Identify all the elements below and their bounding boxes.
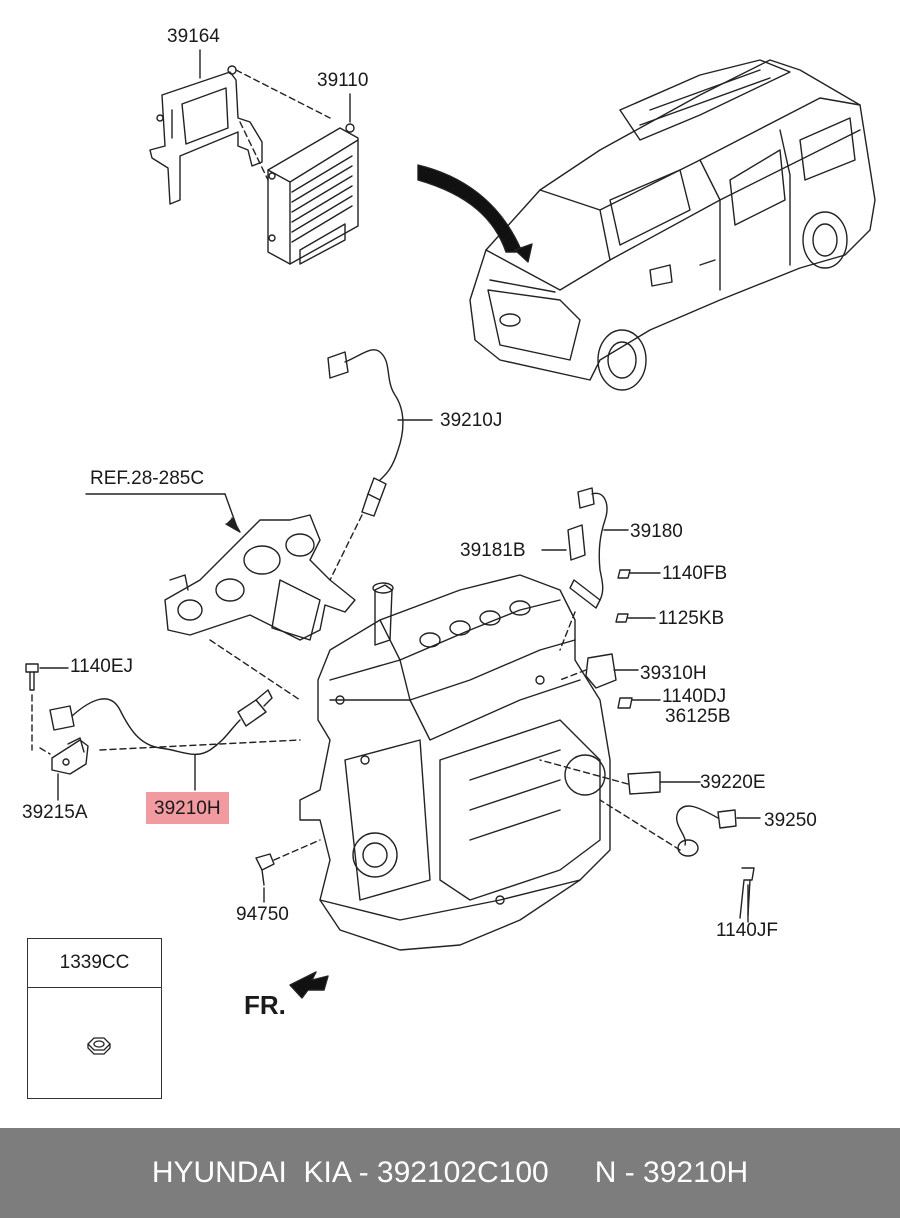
legend-box: 1339CC (27, 938, 162, 1099)
part-label-1140dj: 1140DJ (662, 686, 727, 707)
legend-code: 1339CC (28, 939, 161, 988)
part-label-1140ej: 1140EJ (70, 656, 134, 677)
exhaust-manifold-part (164, 514, 356, 641)
footer-brand-part-number: HYUNDAI KIA - 392102C100 (151, 1156, 549, 1189)
part-label-36125b: 36125B (665, 706, 731, 727)
part-label-39164: 39164 (167, 26, 220, 47)
knock-sensor-part (676, 805, 761, 923)
sensor-bracket-part (51, 737, 89, 801)
nut-icon (87, 1037, 111, 1055)
part-label-39181b: 39181B (460, 540, 526, 561)
part-label-39210h-highlighted: 39210H (146, 792, 229, 824)
pressure-switch-part (255, 853, 275, 903)
part-label-39310h: 39310H (640, 663, 707, 684)
crank-sensor-part (585, 653, 661, 709)
temp-sensor-part (627, 771, 701, 795)
part-label-39210j: 39210J (440, 410, 503, 431)
oxygen-sensor-upper-part (327, 349, 433, 517)
footer-bar: HYUNDAI KIA - 392102C100 N - 39210H (0, 1128, 900, 1218)
part-label-1140fb: 1140FB (662, 563, 728, 584)
parts-diagram (25, 49, 876, 999)
ref-label: REF.28-285C (90, 468, 205, 489)
ecu-bracket-part (149, 65, 263, 205)
part-label-1125kb: 1125KB (658, 608, 725, 629)
engine-block-part (299, 574, 611, 951)
footer-oem-number: N - 39210H (594, 1156, 749, 1189)
part-label-94750: 94750 (236, 904, 289, 925)
part-label-39220e: 39220E (700, 772, 766, 793)
bolt-part (25, 663, 69, 691)
ecu-module-part (267, 123, 359, 265)
front-direction-label: FR. (244, 990, 286, 1020)
part-label-39250: 39250 (764, 810, 817, 831)
part-label-1140jf: 1140JF (716, 920, 778, 941)
part-label-39180: 39180 (630, 521, 683, 542)
oxygen-sensor-lower-part (49, 689, 273, 791)
camshaft-sensor-part (541, 487, 661, 623)
vehicle-illustration (469, 59, 876, 391)
front-arrow-icon (289, 971, 329, 999)
legend-icon-cell (28, 988, 161, 1098)
part-label-39110: 39110 (317, 70, 369, 91)
part-label-39215a: 39215A (22, 802, 88, 823)
location-arrow (417, 164, 523, 253)
